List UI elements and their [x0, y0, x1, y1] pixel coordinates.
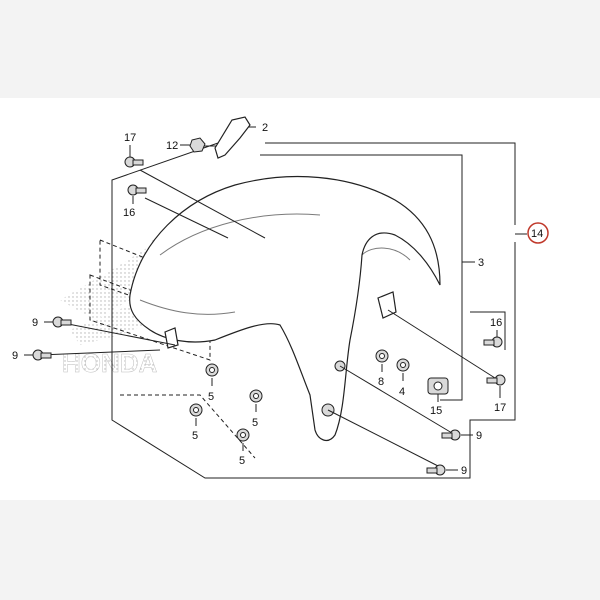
callout-4: 4 [399, 386, 405, 398]
bolt-icon [24, 349, 52, 361]
callout-12: 12 [166, 140, 178, 152]
callout-14: 14 [531, 228, 543, 240]
bolt-icon [44, 316, 72, 328]
clip-icon [427, 377, 449, 402]
bolt-icon [124, 145, 144, 168]
grommet-icon [249, 389, 263, 412]
assembly-frame [111, 142, 527, 479]
callout-5: 5 [239, 455, 245, 467]
bolt-icon [441, 429, 473, 441]
callout-16: 16 [490, 317, 502, 329]
callout-5: 5 [208, 391, 214, 403]
callout-9: 9 [32, 317, 38, 329]
callout-5: 5 [192, 430, 198, 442]
fender-frame [260, 154, 506, 401]
grommet-icon [189, 403, 203, 426]
bolt-icon [486, 374, 506, 398]
callout-9: 9 [12, 350, 18, 362]
callout-5: 5 [252, 417, 258, 429]
bracket-icon [214, 116, 256, 159]
grommet-icon [396, 358, 410, 381]
callout-15: 15 [430, 405, 442, 417]
nut-icon [180, 137, 206, 153]
callout-9: 9 [461, 465, 467, 477]
leader-lines [39, 145, 496, 468]
callout-17: 17 [494, 402, 506, 414]
guide-line-bottom [120, 394, 256, 459]
grommet-icon [236, 428, 250, 451]
callout-2: 2 [262, 122, 268, 134]
front-fender-part [129, 175, 441, 442]
callout-3: 3 [478, 257, 484, 269]
callout-9: 9 [476, 430, 482, 442]
callout-16: 16 [123, 207, 135, 219]
grommet-icon [205, 363, 219, 386]
bolt-icon [127, 184, 147, 204]
bolt-icon [483, 330, 503, 348]
grommet-icon [375, 349, 389, 372]
callout-17: 17 [124, 132, 136, 144]
bolt-icon [426, 464, 458, 476]
callout-8: 8 [378, 376, 384, 388]
callout-14-highlight [527, 222, 549, 244]
